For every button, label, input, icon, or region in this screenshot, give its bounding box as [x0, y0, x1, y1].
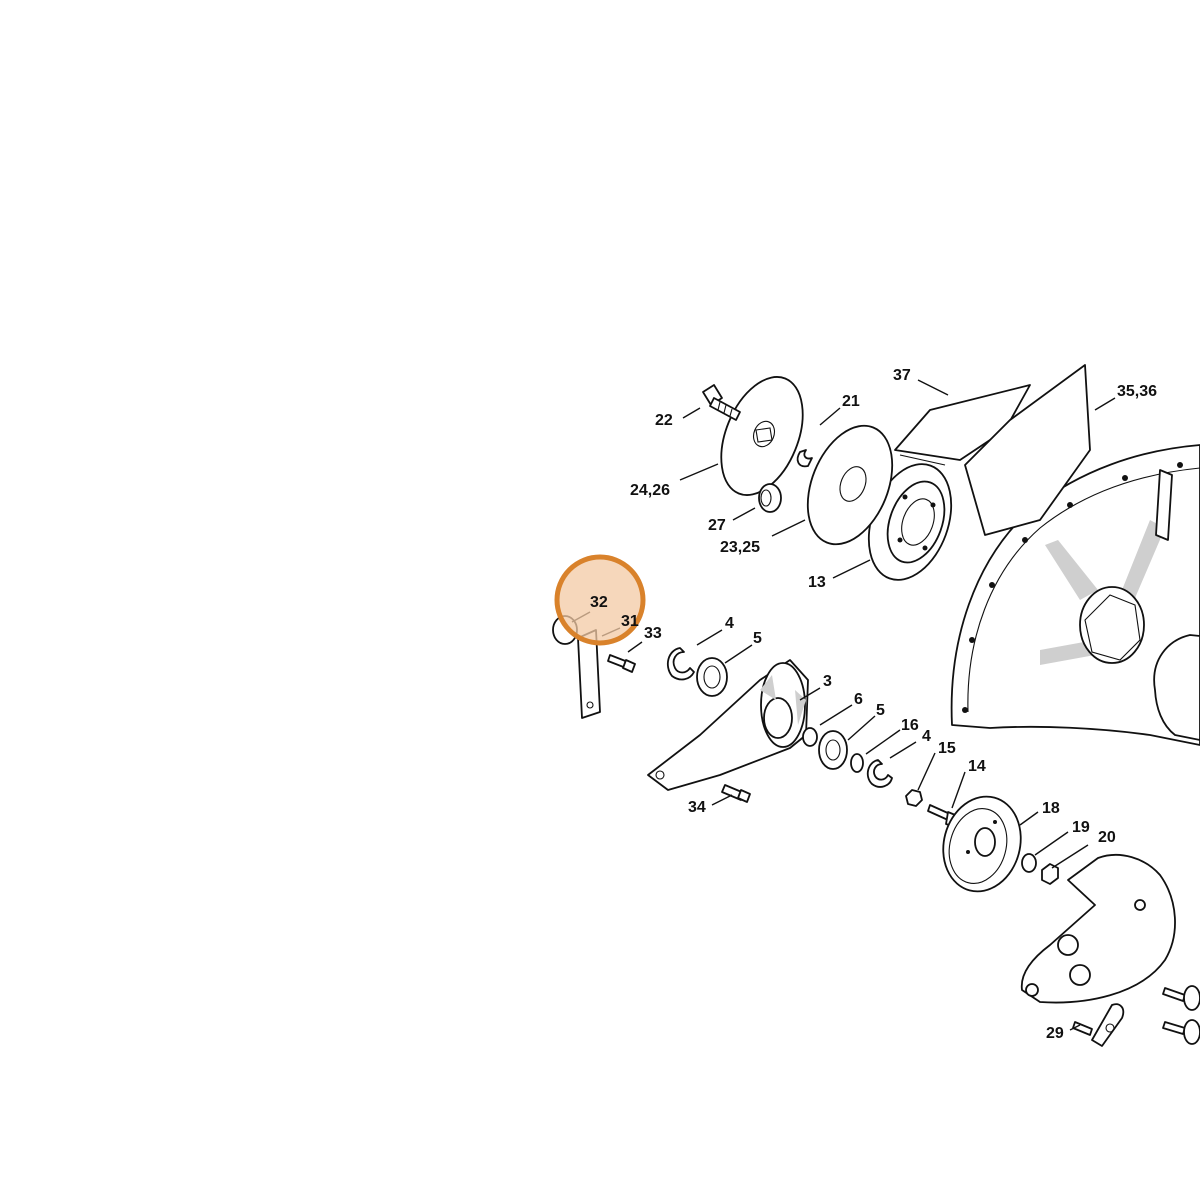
- label-5-upper: 5: [753, 630, 762, 647]
- label-6: 6: [854, 691, 863, 708]
- label-29: 29: [1046, 1025, 1064, 1042]
- part-18-pulley: [942, 795, 1022, 893]
- label-35-36: 35,36: [1117, 383, 1157, 400]
- part-4-circlip-upper: [666, 647, 695, 681]
- label-5-lower: 5: [876, 702, 885, 719]
- label-3: 3: [823, 673, 832, 690]
- part-labels: 37 35,36 22 21 24,26 27 23,25 13 32 31 3…: [590, 367, 1157, 1042]
- label-37: 37: [893, 367, 911, 384]
- part-34-bolt: [721, 784, 751, 803]
- label-21: 21: [842, 393, 860, 410]
- part-21-clip: [796, 449, 813, 468]
- leader-lines: [571, 379, 1116, 1031]
- highlight-marker[interactable]: [554, 554, 646, 646]
- label-16: 16: [901, 717, 919, 734]
- label-20: 20: [1098, 829, 1116, 846]
- part-29-plate: [1091, 1003, 1125, 1047]
- label-33: 33: [644, 625, 662, 642]
- part-22-bolt: [702, 384, 741, 421]
- part-5-bearing-lower: [818, 730, 848, 770]
- part-4-circlip-lower: [866, 759, 893, 788]
- part-13-flange: [867, 463, 953, 581]
- part-19-washer: [1021, 853, 1037, 873]
- part-33-screw: [607, 654, 636, 673]
- label-31: 31: [621, 613, 639, 630]
- label-14: 14: [968, 758, 986, 775]
- part-6-spacer: [802, 727, 818, 747]
- knob-upper: [1162, 985, 1200, 1011]
- label-4-lower: 4: [922, 728, 931, 745]
- label-23-25: 23,25: [720, 539, 760, 556]
- label-19: 19: [1072, 819, 1090, 836]
- part-20-nut: [1041, 863, 1059, 885]
- part-3-bearing-housing: [647, 659, 809, 791]
- label-13: 13: [808, 574, 826, 591]
- belt-cover: [1020, 854, 1176, 1004]
- cover-plates: [894, 364, 1091, 536]
- part-24-26-disc: [720, 376, 804, 496]
- part-29-screw: [1072, 1021, 1093, 1036]
- knob-lower: [1162, 1019, 1200, 1045]
- label-22: 22: [655, 412, 673, 429]
- part-15-nut: [905, 789, 923, 807]
- label-32: 32: [590, 594, 608, 611]
- label-15: 15: [938, 740, 956, 757]
- label-34: 34: [688, 799, 706, 816]
- label-27: 27: [708, 517, 726, 534]
- part-23-25-disc: [806, 424, 894, 546]
- part-16-washer: [850, 753, 864, 773]
- guard-housing: [950, 444, 1200, 746]
- label-18: 18: [1042, 800, 1060, 817]
- part-5-bearing-upper: [696, 657, 728, 697]
- label-24-26: 24,26: [630, 482, 670, 499]
- label-4-upper: 4: [725, 615, 734, 632]
- part-27-sleeve: [758, 483, 782, 513]
